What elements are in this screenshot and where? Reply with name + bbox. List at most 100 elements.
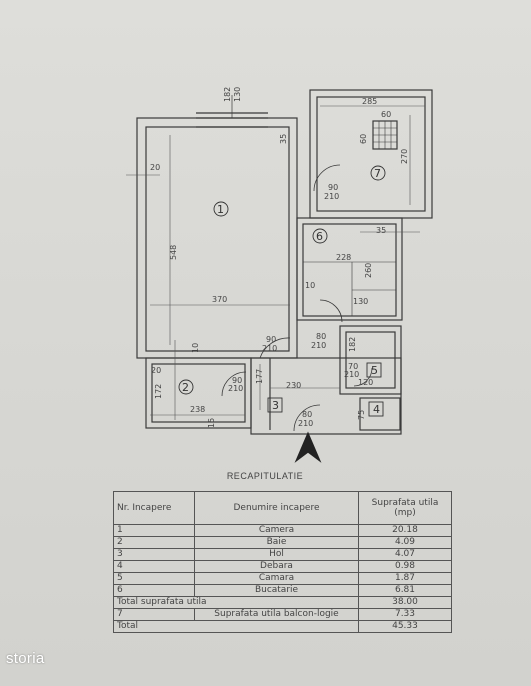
room-2-inner-wall: [151, 363, 246, 423]
dim-door-210: 210: [324, 192, 339, 201]
row-name: Debara: [194, 560, 359, 573]
dim-door2-210: 210: [228, 384, 243, 393]
balcon-row: 7 Suprafata utila balcon-logie 7.33: [113, 608, 452, 621]
door-arc-room-5: [353, 367, 373, 387]
room-1-outer-wall: [136, 117, 298, 359]
dim-w-120: 120: [358, 378, 373, 387]
recap-header-row: Nr. Incapere Denumire incapere Suprafata…: [113, 491, 452, 525]
dim-height-260: 260: [364, 263, 373, 278]
dim-h-177: 177: [255, 369, 264, 384]
row-area: 20.18: [358, 524, 452, 537]
dim-h-75: 75: [357, 410, 366, 420]
row-name: Hol: [194, 548, 359, 561]
row-nr: 5: [113, 572, 195, 585]
door-arc-balcony: [313, 164, 341, 192]
dim-width-228: 228: [336, 253, 351, 262]
dim-top-window-1: 182: [223, 87, 232, 102]
row-name: Camera: [194, 524, 359, 537]
dim-height-548: 548: [169, 245, 178, 260]
dim-width-285: 285: [362, 97, 377, 106]
room-5-outer-wall: [339, 325, 402, 395]
table-row: 4 Debara 0.98: [113, 560, 452, 573]
room-5-inner-wall: [345, 331, 396, 389]
dim-door6-210: 210: [311, 341, 326, 350]
table-row: 2 Baie 4.09: [113, 536, 452, 549]
row-area: 6.81: [358, 584, 452, 597]
room-marker-1: [213, 201, 229, 217]
dim-h-172: 172: [154, 384, 163, 399]
door-arc-room-1: [259, 337, 291, 359]
total-label: Total: [113, 620, 359, 633]
room-marker-6: [312, 228, 328, 244]
room-number-5: 5: [371, 364, 378, 377]
door-arc-room-2: [221, 371, 247, 397]
dim-door6-80: 80: [316, 332, 326, 341]
dim-door1-90: 90: [266, 335, 276, 344]
room-4-wall: [359, 397, 401, 431]
dim-entry-210: 210: [298, 419, 313, 428]
room-6-inner-wall: [302, 223, 397, 317]
dim-small-60: 60: [381, 110, 391, 119]
table-row: 3 Hol 4.07: [113, 548, 452, 561]
hall-outer-wall: [250, 357, 402, 435]
dim-door-90: 90: [328, 183, 338, 192]
room-number-4: 4: [373, 403, 380, 416]
dim-wall-20: 20: [150, 163, 160, 172]
row-nr: 3: [113, 548, 195, 561]
dim-small-60b: 60: [359, 134, 368, 144]
room-6-outer-wall: [296, 217, 403, 321]
row-nr: 1: [113, 524, 195, 537]
table-row: 5 Camara 1.87: [113, 572, 452, 585]
dim-width-238: 238: [190, 405, 205, 414]
room-marker-7: [370, 165, 386, 181]
room-number-2: 2: [182, 381, 189, 394]
row-name: Camara: [194, 572, 359, 585]
recap-table: Nr. Incapere Denumire incapere Suprafata…: [113, 491, 452, 633]
dim-wall-10: 10: [305, 281, 315, 290]
balcon-area: 7.33: [358, 608, 452, 621]
total-utila-label: Total suprafata utila: [113, 596, 359, 609]
row-area: 4.07: [358, 548, 452, 561]
table-row: 6 Bucatarie 6.81: [113, 584, 452, 597]
door-arc-entry: [293, 404, 321, 432]
dim-width-130: 130: [353, 297, 368, 306]
room-7-inner-wall: [316, 96, 426, 212]
room-marker-2: [178, 379, 194, 395]
entrance-arrow: [294, 431, 322, 463]
dim-door2-90: 90: [232, 376, 242, 385]
dim-door5-70: 70: [348, 362, 358, 371]
dim-width-230: 230: [286, 381, 301, 390]
table-row: 1 Camera 20.18: [113, 524, 452, 537]
dim-width-370: 370: [212, 295, 227, 304]
room-marker-5: [366, 362, 382, 378]
dim-height-270: 270: [400, 149, 409, 164]
room-number-6: 6: [316, 230, 323, 243]
header-suprafata: Suprafata utila (mp): [358, 491, 452, 525]
dim-entry-80: 80: [302, 410, 312, 419]
dim-wall-15: 15: [207, 418, 216, 428]
total-utila-row: Total suprafata utila 38.00: [113, 596, 452, 609]
room-number-1: 1: [217, 203, 224, 216]
room-marker-3: [267, 397, 283, 413]
storia-logo[interactable]: storia: [6, 650, 45, 667]
door-arc-room-6: [319, 299, 343, 323]
row-area: 0.98: [358, 560, 452, 573]
header-denumire: Denumire incapere: [194, 491, 359, 525]
dim-wall-35-right: 35: [376, 226, 386, 235]
total-utila-value: 38.00: [358, 596, 452, 609]
header-nr: Nr. Incapere: [113, 491, 195, 525]
row-nr: 2: [113, 536, 195, 549]
row-nr: 6: [113, 584, 195, 597]
row-area: 4.09: [358, 536, 452, 549]
balcon-nr: 7: [113, 608, 195, 621]
row-name: Bucatarie: [194, 584, 359, 597]
dim-wall-35: 35: [279, 134, 288, 144]
dim-wall-10b: 10: [191, 343, 200, 353]
total-value: 45.33: [358, 620, 452, 633]
row-name: Baie: [194, 536, 359, 549]
room-marker-4: [368, 401, 384, 417]
dim-wall-20b: 20: [151, 366, 161, 375]
dim-door5-210: 210: [344, 370, 359, 379]
total-row: Total 45.33: [113, 620, 452, 633]
dim-h-182: 182: [348, 337, 357, 352]
